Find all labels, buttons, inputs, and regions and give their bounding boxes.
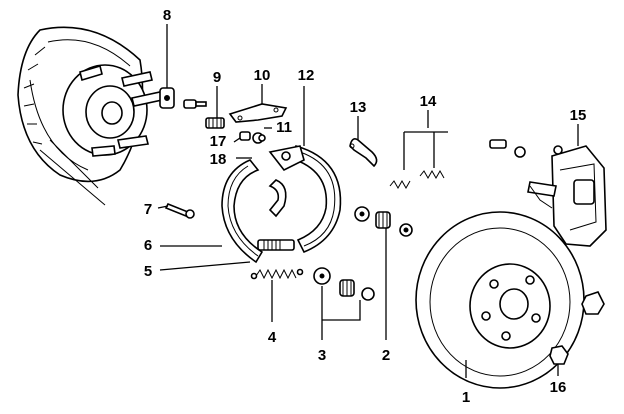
leader-5 (159, 261, 251, 271)
leader-17 (233, 137, 241, 143)
callout-2: 2 (382, 347, 390, 364)
small-bolt (183, 99, 207, 109)
callout-14: 14 (420, 93, 437, 110)
wheel-stud (79, 64, 163, 157)
callout-4: 4 (268, 329, 277, 346)
brake-shoe-assembly (221, 145, 342, 264)
part-11-washer (252, 132, 266, 144)
leader-3 (321, 286, 361, 340)
callout-9: 9 (213, 69, 221, 86)
brake-disc (415, 211, 585, 389)
callout-18: 18 (210, 151, 227, 168)
part-3-hardware (313, 267, 375, 301)
callout-11: 11 (276, 119, 292, 136)
callout-12: 12 (298, 67, 315, 84)
callout-8: 8 (163, 7, 171, 24)
part-7-pin (164, 202, 195, 219)
callout-13: 13 (350, 99, 367, 116)
part-4-spring (250, 268, 304, 280)
adjuster-screw (257, 239, 295, 251)
part-16-nut (549, 291, 605, 365)
callout-16: 16 (550, 379, 567, 396)
part-2-hardware (354, 206, 413, 237)
callout-5: 5 (144, 263, 152, 280)
leader-7 (157, 205, 169, 209)
leader-14 (403, 110, 448, 170)
part-8-bracket (159, 87, 175, 109)
callout-3: 3 (318, 347, 326, 364)
callout-10: 10 (254, 67, 271, 84)
part-17-pin (239, 131, 251, 141)
part-14-springs (389, 169, 445, 190)
brake-caliper (527, 145, 607, 247)
part-13-link (349, 138, 378, 168)
callout-1: 1 (462, 389, 470, 406)
part-9-adjuster (205, 117, 225, 129)
caliper-bolt (489, 139, 526, 158)
callout-6: 6 (144, 237, 152, 254)
callout-7: 7 (144, 201, 152, 218)
callout-17: 17 (210, 133, 227, 150)
backing-plate-hub-assembly (17, 26, 163, 206)
callout-15: 15 (570, 107, 587, 124)
